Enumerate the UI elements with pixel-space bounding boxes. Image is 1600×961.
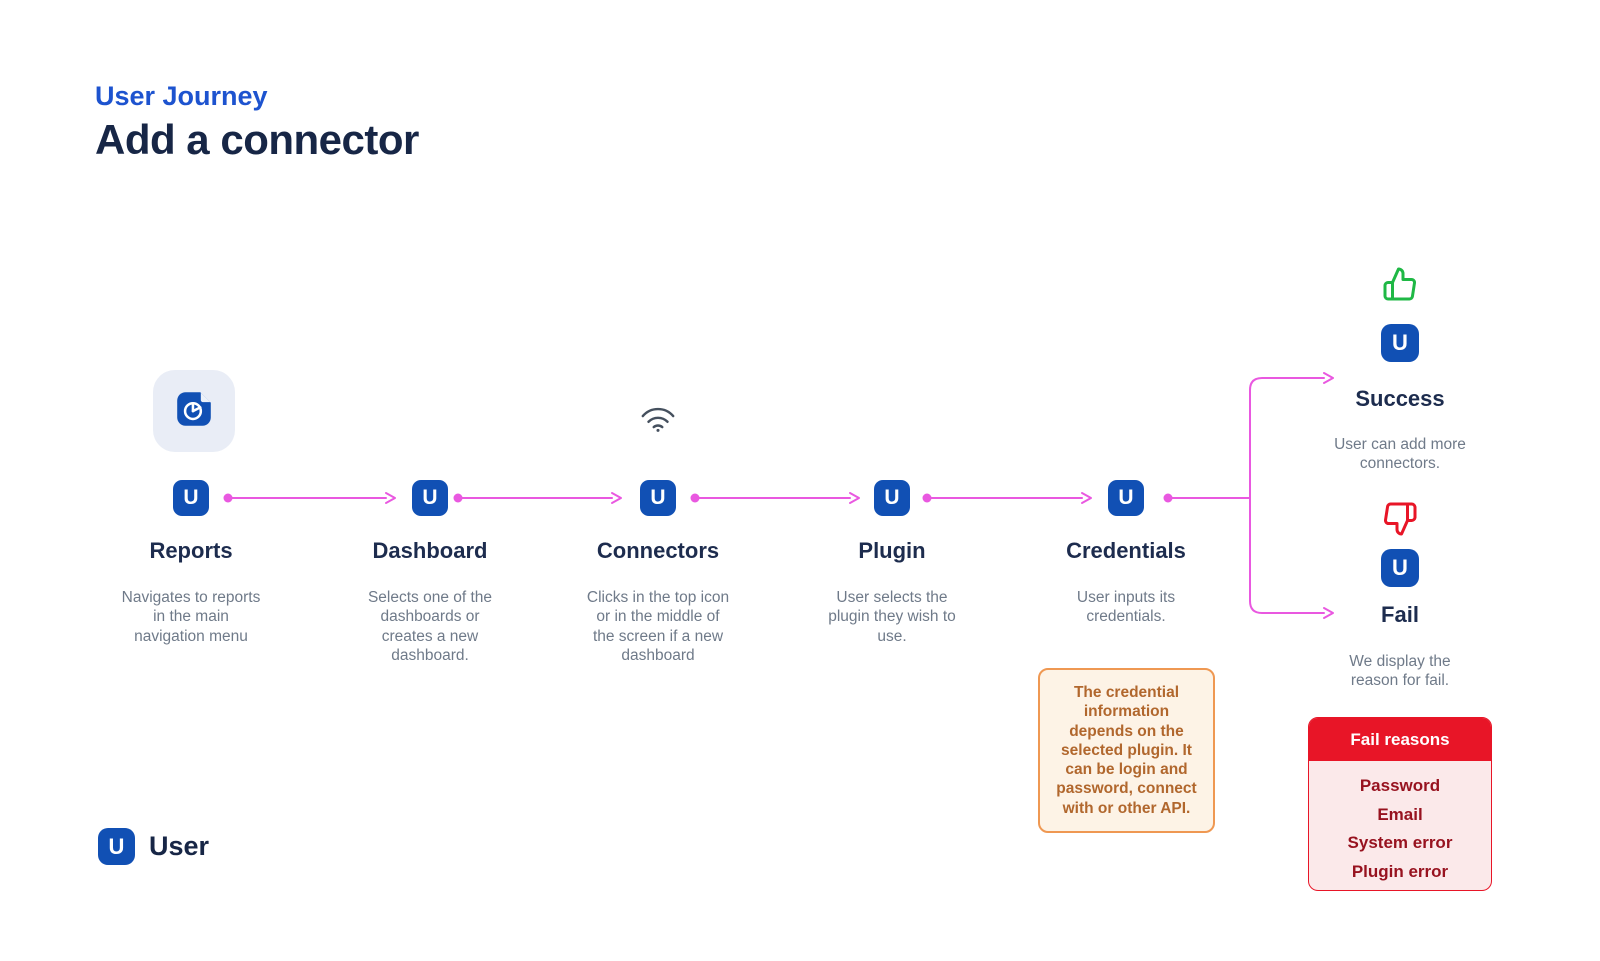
user-badge-credentials: U	[1108, 480, 1144, 516]
outcome-desc-fail: We display the reason for fail.	[1349, 653, 1451, 690]
outcome-desc-success: User can add more connectors.	[1334, 436, 1466, 473]
badge-letter: U	[1392, 555, 1408, 580]
outcome-title-success: Success	[1355, 386, 1445, 411]
step-title-reports: Reports	[149, 538, 233, 563]
actor-legend-label: User	[149, 831, 210, 861]
badge-letter: U	[183, 486, 199, 509]
step-desc-dashboard: Selects one of the dashboards or creates…	[367, 589, 493, 665]
fail-reasons-title: Fail reasons	[1309, 718, 1491, 761]
fail-reasons-box: Fail reasons Password Email System error…	[1308, 717, 1492, 891]
fail-reason-item: Plugin error	[1351, 861, 1449, 881]
step-desc-connectors: Clicks in the top icon or in the middle …	[586, 589, 730, 665]
badge-letter: U	[1118, 486, 1134, 509]
outcome-title-fail: Fail	[1381, 602, 1419, 627]
badge-letter: U	[1392, 330, 1408, 355]
credential-note: The credential information depends on th…	[1038, 668, 1215, 833]
step-desc-credentials: User inputs its credentials.	[1076, 589, 1176, 626]
badge-letter: U	[650, 486, 666, 509]
step-desc-reports: Navigates to reports in the main navigat…	[121, 589, 261, 645]
step-title-plugin: Plugin	[858, 538, 926, 563]
user-badge-reports: U	[173, 480, 209, 516]
badge-letter: U	[422, 486, 438, 509]
journey-eyebrow: User Journey	[95, 81, 268, 111]
reports-icon-box	[153, 370, 235, 452]
user-badge-connectors: U	[640, 480, 676, 516]
page-title: Add a connector	[95, 116, 419, 163]
user-badge-legend: U	[98, 828, 135, 865]
step-title-dashboard: Dashboard	[372, 538, 488, 563]
wifi-icon	[639, 402, 677, 434]
step-title-connectors: Connectors	[596, 538, 720, 563]
user-badge-fail: U	[1381, 549, 1419, 587]
fail-reasons-list: Password Email System error Plugin error	[1309, 761, 1491, 886]
step-title-credentials: Credentials	[1066, 538, 1186, 563]
credential-note-text: The credential information depends on th…	[1056, 684, 1197, 817]
thumbs-down-icon	[1382, 501, 1418, 537]
thumbs-up-icon	[1382, 266, 1418, 302]
actor-legend: U User	[98, 828, 209, 865]
fail-reason-item: Email	[1377, 804, 1423, 824]
user-badge-plugin: U	[874, 480, 910, 516]
fail-reason-item: System error	[1347, 833, 1453, 852]
user-badge-success: U	[1381, 324, 1419, 362]
fail-reason-item: Password	[1359, 776, 1441, 795]
user-badge-dashboard: U	[412, 480, 448, 516]
report-document-icon	[173, 388, 215, 435]
step-desc-plugin: User selects the plugin they wish to use…	[828, 589, 956, 645]
badge-letter: U	[884, 486, 900, 509]
badge-letter: U	[108, 833, 125, 859]
